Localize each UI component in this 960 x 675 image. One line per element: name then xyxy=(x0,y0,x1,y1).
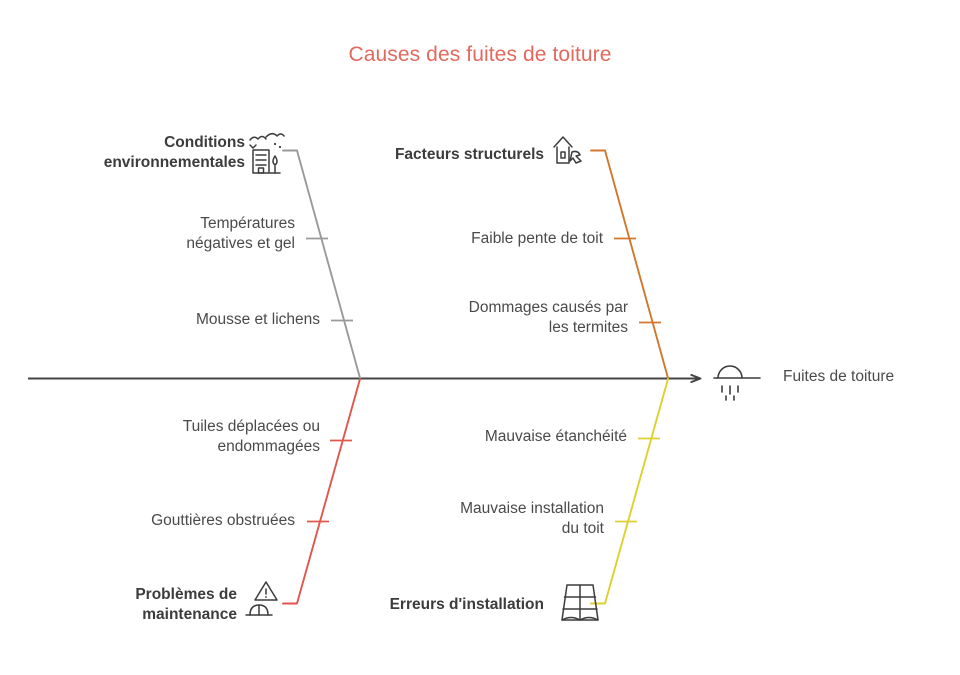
damaged-house-icon xyxy=(553,136,582,164)
cause-label-line2: les termites xyxy=(548,319,628,337)
bone-line-installation xyxy=(590,378,669,605)
cause-label-mauvaise-installation-du-toit[interactable]: Mauvaise installation du toit xyxy=(390,499,604,539)
category-label-conditions-environnementales[interactable]: Conditions environnementales xyxy=(40,133,245,173)
category-label-line1: Erreurs d'installation xyxy=(389,596,544,613)
bone-line-maintenance xyxy=(282,378,361,605)
category-label-line2: maintenance xyxy=(142,605,237,623)
category-label-facteurs-structurels[interactable]: Facteurs structurels xyxy=(330,145,544,165)
bone-conditions-environnementales xyxy=(282,149,361,379)
cause-label-mousse-et-lichens[interactable]: Mousse et lichens xyxy=(100,310,320,330)
effect-label[interactable]: Fuites de toiture xyxy=(783,368,895,385)
category-label-line1: Facteurs structurels xyxy=(394,146,544,163)
cause-label-line1: Faible pente de toit xyxy=(471,230,603,247)
cause-label-mauvaise-etancheite[interactable]: Mauvaise étanchéité xyxy=(420,427,627,447)
cause-label-line1: Mauvaise installation xyxy=(460,500,604,517)
cause-label-line1: Températures xyxy=(200,215,295,232)
cause-label-line1: Mousse et lichens xyxy=(195,311,320,328)
bone-line-environment xyxy=(282,149,361,379)
category-label-erreurs-d-installation[interactable]: Erreurs d'installation xyxy=(330,595,544,615)
weather-building-icon xyxy=(249,133,285,174)
category-label-line2: environnementales xyxy=(103,153,245,171)
roof-tiles-icon xyxy=(561,584,599,621)
page-title: Causes des fuites de toiture xyxy=(348,43,612,66)
cause-label-line1: Tuiles déplacées ou xyxy=(182,418,320,435)
bone-problemes-de-maintenance xyxy=(282,378,361,605)
cause-label-line2: endommagées xyxy=(217,438,320,456)
cause-label-line1: Gouttières obstruées xyxy=(151,512,295,529)
bone-erreurs-d-installation xyxy=(590,378,669,605)
category-label-line1: Conditions xyxy=(164,134,245,151)
cause-label-gouttieres-obstruees[interactable]: Gouttières obstruées xyxy=(80,511,295,531)
cause-label-line1: Dommages causés par xyxy=(468,299,628,316)
cause-label-tuiles-deplacees-ou-endommagees[interactable]: Tuiles déplacées ou endommagées xyxy=(110,417,320,457)
cause-label-temperatures-negatives-et-gel[interactable]: Températures négatives et gel xyxy=(95,214,295,254)
cause-label-line2: du toit xyxy=(561,520,604,538)
cause-label-line1: Mauvaise étanchéité xyxy=(484,428,627,445)
cause-label-line2: négatives et gel xyxy=(186,235,295,253)
warning-helmet-icon xyxy=(245,581,278,616)
water-leak-icon xyxy=(713,365,761,401)
bone-line-structural xyxy=(590,149,669,379)
category-label-line1: Problèmes de xyxy=(135,586,237,603)
cause-label-faible-pente-de-toit[interactable]: Faible pente de toit xyxy=(400,229,603,249)
cause-label-dommages-causes-par-les-termites[interactable]: Dommages causés par les termites xyxy=(385,298,628,338)
category-label-problemes-de-maintenance[interactable]: Problèmes de maintenance xyxy=(40,585,237,625)
bone-facteurs-structurels xyxy=(590,149,669,379)
